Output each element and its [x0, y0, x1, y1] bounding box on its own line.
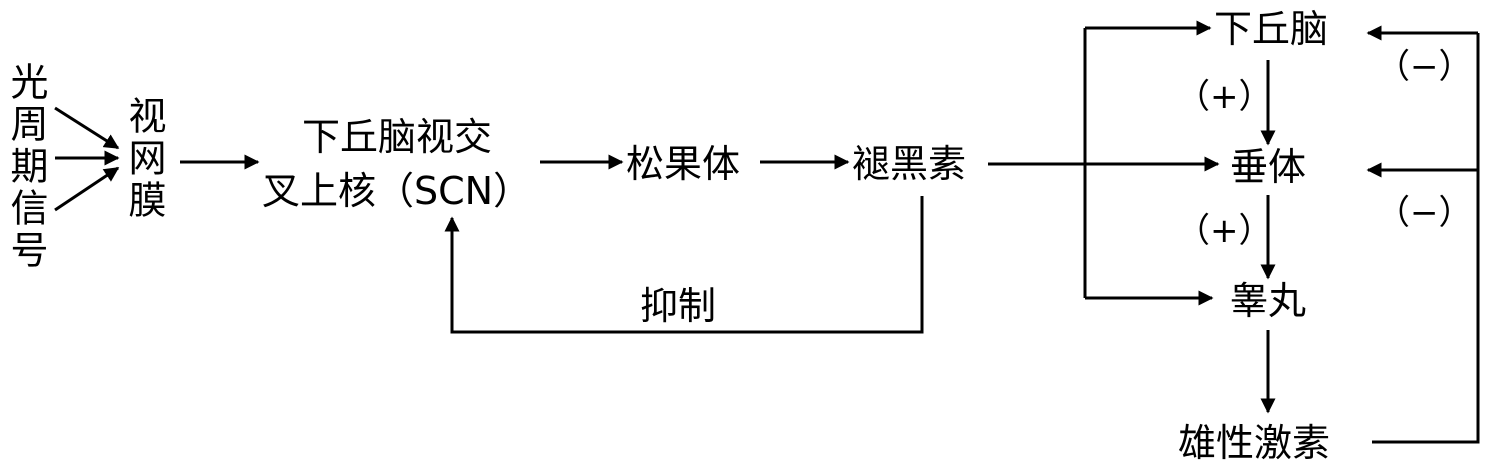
label-plus-hypothalamus-pituitary: （+） [1176, 77, 1273, 117]
label-inhibit: 抑制 [640, 284, 717, 328]
node-pineal: 松果体 [626, 142, 741, 186]
node-hypothalamus: 下丘脑 [1214, 7, 1329, 51]
node-melatonin: 褪黑素 [852, 142, 967, 186]
node-pituitary: 垂体 [1230, 145, 1307, 189]
label-plus-pituitary-testis: （+） [1176, 211, 1273, 251]
arrow-light-to-retina-bottom [54, 166, 120, 212]
arrow-inhibit-loop [444, 196, 924, 334]
node-androgen: 雄性激素 [1178, 421, 1331, 465]
label-minus-feedback-pituitary: （−） [1376, 193, 1473, 233]
label-minus-feedback-hypothalamus: （−） [1376, 47, 1473, 87]
node-testis: 睾丸 [1230, 279, 1307, 323]
arrow-light-to-retina-top [54, 106, 120, 150]
node-light-signal: 光周期信号 [4, 62, 48, 272]
feedback-line-from-androgen [1372, 33, 1480, 444]
node-scn-line1: 下丘脑视交 [302, 115, 493, 159]
node-scn-line2: 叉上核（SCN） [262, 169, 532, 213]
node-retina: 视网膜 [122, 96, 166, 222]
